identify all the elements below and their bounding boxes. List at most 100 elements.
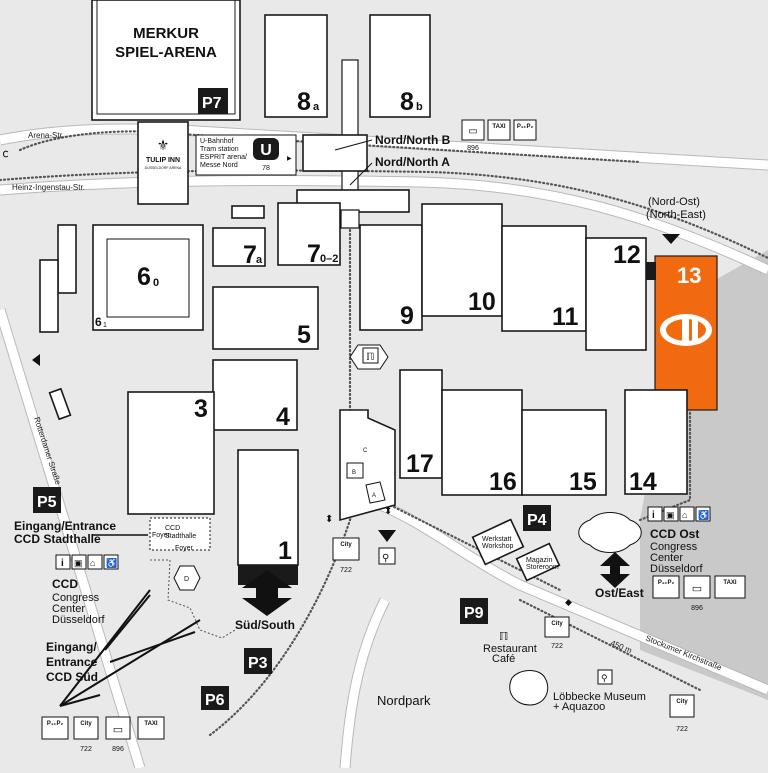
hall-10-number: 10	[468, 288, 496, 316]
south-entrance-arrow-icon	[242, 570, 292, 616]
hall-7a: 7 a	[212, 227, 266, 269]
taxi-label-east: TAXI	[723, 580, 737, 586]
cafe-label: Café	[492, 653, 515, 665]
bus-number-east: 896	[691, 605, 703, 612]
building-c-label: C	[363, 448, 368, 454]
ccd-left-line2: Congress	[52, 592, 100, 604]
ccd-left-info-icons: i ▣ ⌂ ♿	[55, 554, 119, 570]
tram-line4: Messe Nord	[200, 162, 238, 169]
hall-9-number: 9	[400, 302, 414, 330]
stadthalle-entrance-1: Eingang/Entrance	[14, 519, 116, 533]
side-building-2	[39, 259, 59, 333]
hall-17: 17	[399, 369, 443, 479]
bus-number-sw-896: 896	[112, 746, 124, 753]
stadthalle-label-2: Stadthalle	[165, 533, 196, 540]
hall-8a-sub: a	[313, 101, 320, 113]
hall-7: 7 0–2	[277, 202, 341, 268]
hall-8b-number: 8	[400, 88, 414, 116]
transport-icons-east: P₁₊P₂ ▭ TAXI 896	[652, 575, 746, 612]
accessible-icon-left: ♿	[106, 557, 117, 568]
arena-name-1: MERKUR	[133, 25, 199, 42]
magazin-label-2: Storeroom	[526, 564, 559, 571]
hall-6-small-sub: 1	[103, 322, 107, 329]
hall-12: 12	[585, 237, 647, 351]
tram-number: 78	[262, 165, 270, 172]
hotel-icon-left	[3, 150, 9, 158]
city-bus-southwest: City	[80, 721, 92, 727]
parking-p5: P5	[37, 494, 57, 511]
restaurant-icon-park: ℿ	[499, 631, 508, 643]
hall-4: 4	[212, 359, 298, 431]
hall-7a-sub: a	[256, 254, 263, 266]
side-building-3	[48, 387, 72, 421]
hall-6-number: 6	[137, 263, 151, 291]
parking-p7: P7	[202, 95, 222, 112]
hall-3-number: 3	[194, 395, 208, 423]
pedestrian-icon-museum: ⚲	[601, 673, 608, 683]
hall-6-sub: 0	[153, 277, 159, 289]
entrance-nord-a: Nord/North A	[375, 155, 450, 169]
info-icon-left: i	[61, 558, 64, 569]
hall-7-number: 7	[307, 240, 321, 268]
ost-entrance-shape	[578, 512, 642, 553]
hall-13-connector	[646, 262, 656, 280]
bus-number-sw-722: 722	[80, 746, 92, 753]
park-ride-southwest: P₁₊P₂	[47, 721, 64, 727]
hall-7a-number: 7	[243, 241, 257, 269]
hall-13-number: 13	[677, 263, 701, 288]
direction-arrow-west-icon	[32, 354, 40, 366]
ccd-left-line3: Center	[52, 603, 85, 615]
magazin-label-1: Magazin	[526, 557, 553, 564]
hall-15: 15	[521, 409, 607, 496]
entrance-ost: Ost/East	[595, 586, 644, 600]
entrance-nordost-1: (Nord-Ost)	[648, 196, 700, 208]
hall-8b: 8 b	[369, 14, 431, 118]
city-bus-southeast: City	[676, 699, 688, 705]
shop-icon-left: ▣	[74, 558, 83, 568]
east-entrance-arrow-icon	[600, 552, 630, 588]
werkstatt-label-1: Werkstatt	[482, 536, 511, 543]
distance-label: 450 m	[609, 639, 633, 656]
ccd-sued-entrance-3: CCD Süd	[46, 670, 98, 684]
park-ride-north: P₁₊P₂	[517, 124, 534, 130]
hall-7-sub: 0–2	[320, 253, 338, 265]
magazin-building: Magazin Storeroom	[515, 542, 561, 582]
hall-11: 11	[501, 225, 587, 332]
building-c-b-a: C B A	[339, 409, 396, 522]
direction-arrow-icons-center: ◆	[565, 597, 572, 607]
street-heinz: Heinz-Ingenstau-Str.	[12, 183, 85, 192]
cloakroom-icon-ost: ⌂	[682, 510, 687, 520]
south-down-arrow-icon	[378, 530, 396, 542]
park-ride-east: P₁₊P₂	[658, 580, 675, 586]
hall-5: 5	[212, 286, 319, 350]
tram-line1: U-Bahnhof	[200, 138, 234, 145]
bus-number-south: 722	[340, 567, 352, 574]
stadthalle-d-label: D	[184, 576, 189, 583]
ccd-left-line4: Düsseldorf	[52, 614, 106, 626]
hall-16-number: 16	[489, 468, 517, 496]
hall-4-number: 4	[276, 403, 290, 431]
bus-number-center: 722	[551, 643, 563, 650]
arena-building: MERKUR SPIEL-ARENA	[91, 0, 241, 121]
hall-10: 10	[421, 203, 503, 317]
north-entrance-b-building	[302, 134, 368, 172]
ccd-ost-line4: Düsseldorf	[650, 563, 704, 575]
parking-p9: P9	[464, 605, 484, 622]
city-bus-center: City	[551, 621, 563, 627]
ccd-sued-entrance-1: Eingang/	[46, 640, 97, 654]
hall-14-number: 14	[629, 468, 657, 496]
entrance-nord-b: Nord/North B	[375, 133, 451, 147]
crossing-arrows-icon-1: ⬍	[325, 514, 333, 525]
tram-line3: ESPRIT arena/	[200, 154, 247, 161]
hall-8a-number: 8	[297, 88, 311, 116]
pedestrian-icon-center: ⚲	[382, 553, 389, 564]
werkstatt-label-2: Workshop	[482, 543, 513, 550]
hall-5-number: 5	[297, 321, 311, 349]
entrance-nordost-2: (North-East)	[646, 209, 706, 221]
cloakroom-icon-left: ⌂	[90, 558, 95, 568]
connector-square	[340, 209, 360, 229]
hall-8a: 8 a	[264, 14, 328, 118]
ccd-ost-name: CCD Ost	[650, 527, 699, 541]
museum-shape	[509, 670, 549, 706]
restaurant-icon-central: ℿ	[366, 352, 375, 363]
